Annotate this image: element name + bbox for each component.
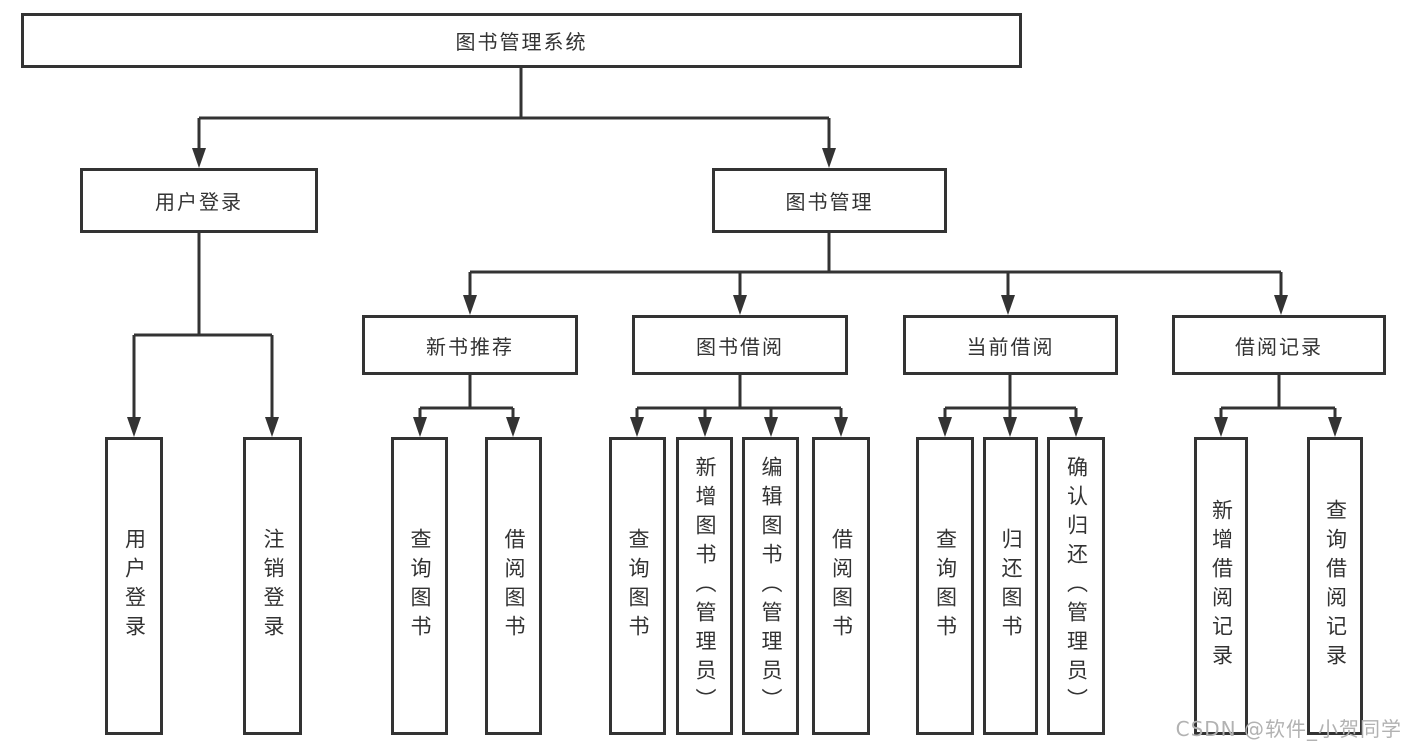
node-label: 查询借阅记录 <box>1323 499 1348 673</box>
leaf-query-books-1: 查询图书 <box>391 437 448 735</box>
connector-paths <box>132 68 1337 421</box>
leaf-add-books-admin: 新增图书（管理员） <box>676 437 733 735</box>
connector <box>635 375 843 421</box>
leaf-query-books-2: 查询图书 <box>609 437 666 735</box>
node-book-borrow: 图书借阅 <box>632 315 848 375</box>
arrowhead-icon <box>1214 417 1228 437</box>
node-label: 图书借阅 <box>696 334 784 359</box>
leaf-edit-books-admin: 编辑图书（管理员） <box>742 437 799 735</box>
node-label: 确认归还（管理员） <box>1064 455 1089 717</box>
node-label: 用户登录 <box>122 528 147 644</box>
connector <box>468 233 1283 297</box>
leaf-add-borrow-record: 新增借阅记录 <box>1194 437 1248 735</box>
node-current-borrow: 当前借阅 <box>903 315 1118 375</box>
node-new-book-recommend: 新书推荐 <box>362 315 578 375</box>
node-label: 注销登录 <box>261 528 285 644</box>
connector <box>197 68 831 150</box>
leaf-query-books-3: 查询图书 <box>916 437 974 735</box>
node-user-login-module: 用户登录 <box>80 168 318 233</box>
node-label: 查询图书 <box>933 528 958 644</box>
node-label: 当前借阅 <box>966 334 1055 359</box>
node-label: 用户登录 <box>155 190 243 214</box>
arrowhead-icon <box>822 148 836 168</box>
arrowhead-icon <box>733 295 747 315</box>
node-label: 借阅图书 <box>502 528 526 644</box>
node-book-management-module: 图书管理 <box>712 168 947 233</box>
node-label: 图书管理 <box>785 190 874 214</box>
node-label: 图书管理系统 <box>455 30 588 54</box>
leaf-confirm-return-admin: 确认归还（管理员） <box>1047 437 1105 735</box>
arrowhead-icon <box>698 417 712 437</box>
leaf-user-login: 用户登录 <box>105 437 163 735</box>
arrowhead-icon <box>413 417 427 437</box>
node-label: 新增借阅记录 <box>1209 499 1234 673</box>
node-label: 新增图书（管理员） <box>693 455 717 717</box>
arrowhead-icon <box>1274 295 1288 315</box>
csdn-watermark: CSDN @软件_小贺同学 <box>1175 717 1402 741</box>
node-label: 查询图书 <box>408 528 432 644</box>
leaf-borrow-books-1: 借阅图书 <box>485 437 542 735</box>
arrowhead-icon <box>506 417 520 437</box>
connector <box>132 233 274 421</box>
arrowhead-icon <box>834 417 848 437</box>
node-label: 借阅图书 <box>829 528 854 644</box>
node-label: 新书推荐 <box>426 334 514 359</box>
arrowhead-icon <box>1328 417 1342 437</box>
arrowhead-icon <box>1003 417 1017 437</box>
arrowhead-icon <box>1069 417 1083 437</box>
leaf-borrow-books-2: 借阅图书 <box>812 437 870 735</box>
node-label: 查询图书 <box>626 528 650 644</box>
node-label: 归还图书 <box>999 528 1023 644</box>
leaf-return-books: 归还图书 <box>983 437 1038 735</box>
node-label: 编辑图书（管理员） <box>759 455 783 717</box>
arrowhead-icon <box>463 295 477 315</box>
node-library-management-system: 图书管理系统 <box>21 13 1022 68</box>
arrowhead-icon <box>764 417 778 437</box>
arrowhead-icon <box>127 417 141 437</box>
connector <box>943 375 1078 421</box>
node-label: 借阅记录 <box>1235 334 1323 359</box>
connector <box>1219 375 1337 421</box>
arrowhead-icon <box>265 417 279 437</box>
arrowhead-icon <box>630 417 644 437</box>
leaf-query-borrow-record: 查询借阅记录 <box>1307 437 1363 735</box>
connector <box>418 375 515 421</box>
arrowheads <box>127 148 1342 437</box>
node-borrow-records: 借阅记录 <box>1172 315 1386 375</box>
leaf-logout: 注销登录 <box>243 437 302 735</box>
arrowhead-icon <box>1001 295 1015 315</box>
arrowhead-icon <box>938 417 952 437</box>
arrowhead-icon <box>192 148 206 168</box>
